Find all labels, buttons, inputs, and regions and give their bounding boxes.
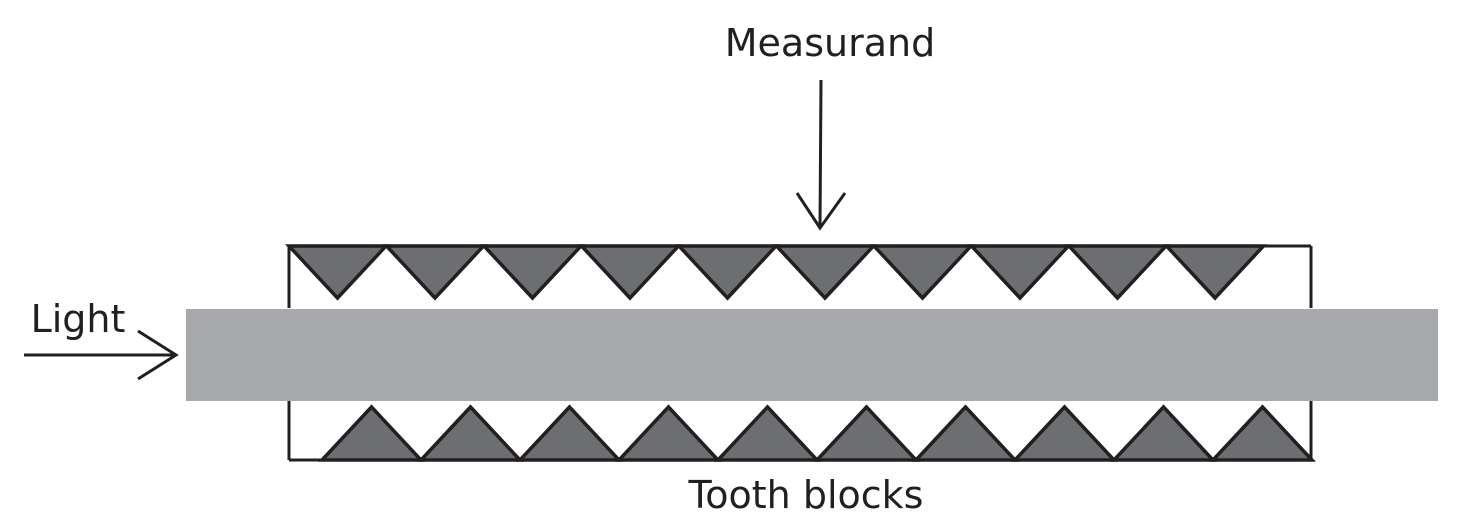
optical-fiber [186,309,1438,401]
light-arrow [24,329,179,381]
top-tooth [869,244,976,301]
top-tooth [1064,244,1171,301]
bottom-tooth [812,404,921,462]
bottom-tooth [911,404,1020,462]
bottom-tooth [515,404,624,462]
bottom-tooth [713,404,822,462]
measurand-arrow [795,79,847,231]
bottom-tooth [317,404,426,462]
bottom-tooth [1109,404,1218,462]
measurand-label: Measurand [725,21,935,65]
top-tooth [967,244,1073,301]
top-tooth [577,244,683,301]
bottom-tooth [614,404,723,462]
top-tooth [479,244,586,301]
light-label: Light [31,297,126,341]
top-tooth [772,244,878,301]
top-tooth [284,244,391,301]
tooth-blocks-label: Tooth blocks [688,473,924,517]
top-tooth [674,244,781,301]
top-tooth [1162,244,1268,301]
top-tooth-block [284,244,1268,301]
bottom-tooth [1010,404,1119,462]
bottom-tooth-block [317,404,1317,462]
bottom-tooth [1208,404,1317,462]
bottom-tooth [416,404,525,462]
top-tooth [382,244,488,301]
